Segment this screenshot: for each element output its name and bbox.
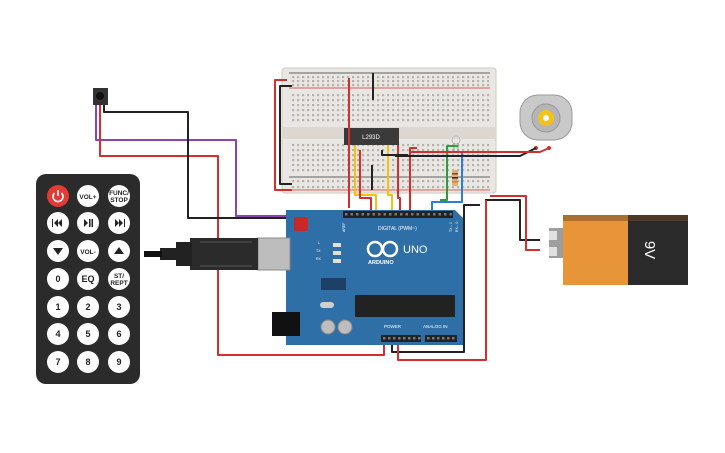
atmega-chip <box>355 295 455 317</box>
battery-9v[interactable]: 9V <box>549 215 688 285</box>
fast-forward-icon <box>115 219 125 227</box>
wire-yellow <box>354 145 377 212</box>
led[interactable] <box>451 135 461 152</box>
digit-9-button[interactable]: 9 <box>108 351 130 373</box>
wire-green <box>440 145 458 201</box>
digital-label: DIGITAL (PWM~) <box>378 226 417 232</box>
digit-9-label: 9 <box>116 357 121 367</box>
vol-up-label: VOL+ <box>79 194 96 201</box>
rewind-icon <box>52 219 62 227</box>
down-button[interactable] <box>47 240 69 262</box>
wire-red-chip-2 <box>397 145 401 212</box>
digit-1-button[interactable]: 1 <box>47 296 69 318</box>
digit-2-button[interactable]: 2 <box>77 296 99 318</box>
digit-5-label: 5 <box>85 329 90 339</box>
power-header <box>381 335 421 342</box>
st-rept-label: ST/ <box>114 273 124 280</box>
led-l-label: L <box>318 241 320 245</box>
usb-cable <box>144 238 258 270</box>
digit-0-label: 0 <box>55 274 60 284</box>
battery-label: 9V <box>641 241 658 259</box>
resistor[interactable] <box>452 170 458 186</box>
digit-3-label: 3 <box>116 302 121 312</box>
eq-button[interactable]: EQ <box>77 268 99 290</box>
arduino-uno[interactable]: UNO ARDUINO DIGITAL (PWM~) POWER ANALOG … <box>257 210 463 345</box>
wire-rail-red-left <box>274 79 292 191</box>
dc-motor[interactable] <box>519 94 573 150</box>
power-label: POWER <box>384 324 402 329</box>
board-model: UNO <box>403 244 428 256</box>
usb-port <box>257 237 291 271</box>
digit-6-button[interactable]: 6 <box>108 323 130 345</box>
digit-5-button[interactable]: 5 <box>77 323 99 345</box>
analog-label: ANALOG IN <box>423 324 448 329</box>
wire-yellow-2 <box>387 145 393 212</box>
st-rept-button[interactable]: ST/REPT <box>108 268 130 290</box>
chip-label: L293D <box>362 135 380 141</box>
wire-ir-gnd <box>103 105 290 219</box>
vol-down-button[interactable]: VOL- <box>77 240 99 262</box>
digit-4-button[interactable]: 4 <box>47 323 69 345</box>
digital-header <box>343 211 453 218</box>
dc-jack <box>272 312 300 336</box>
func-stop-label: STOP <box>110 197 128 204</box>
wire-ard-vin <box>397 200 487 361</box>
wire-ard-gnd <box>391 204 480 353</box>
triangle-down-icon <box>53 248 63 255</box>
func-stop-button[interactable]: FUNC/STOP <box>108 185 130 207</box>
digit-7-label: 7 <box>55 357 60 367</box>
digit-7-button[interactable]: 7 <box>47 351 69 373</box>
led-tx-label: TX <box>316 249 321 253</box>
reset-button <box>294 217 308 231</box>
board-brand: ARDUINO <box>368 260 394 266</box>
analog-header <box>425 335 457 342</box>
vol-up-button[interactable]: VOL+ <box>77 185 99 207</box>
wire-rail-black-left <box>279 85 292 185</box>
ir-remote: VOL+ FUNC/STOP VOL- 0 EQ ST/REPT 1 2 3 4 5 6 7 8 9 <box>36 174 140 384</box>
ir-receiver[interactable] <box>93 88 108 105</box>
wire-battery-black <box>485 199 540 241</box>
wire-blue <box>431 152 463 212</box>
digit-4-label: 4 <box>55 329 60 339</box>
wire-ir-signal <box>95 105 317 217</box>
up-button[interactable] <box>108 240 130 262</box>
digit-8-button[interactable]: 8 <box>77 351 99 373</box>
func-stop-label: FUNC/ <box>109 190 129 197</box>
triangle-up-icon <box>114 247 124 254</box>
play-pause-button[interactable] <box>77 212 99 234</box>
digit-6-label: 6 <box>116 329 121 339</box>
wire-motor-black <box>395 147 537 157</box>
digit-1-label: 1 <box>55 302 60 312</box>
eq-label: EQ <box>81 274 94 284</box>
wire-motor-red <box>410 147 550 153</box>
digit-8-label: 8 <box>85 357 90 367</box>
digit-0-button[interactable]: 0 <box>47 268 69 290</box>
arduino-logo-icon <box>366 240 399 258</box>
power-button[interactable] <box>47 185 69 207</box>
prev-button[interactable] <box>47 212 69 234</box>
st-rept-label: REPT <box>110 280 127 287</box>
vol-down-label: VOL- <box>80 249 96 256</box>
rx-pin-label: RX←0 <box>455 222 459 232</box>
play-pause-icon <box>84 219 93 227</box>
wire-red-chip <box>359 150 372 212</box>
led-rx-label: RX <box>316 257 322 261</box>
digit-2-label: 2 <box>85 302 90 312</box>
wire-red-chip-3 <box>409 147 417 212</box>
next-button[interactable] <box>108 212 130 234</box>
power-icon <box>52 190 64 203</box>
digit-3-button[interactable]: 3 <box>108 296 130 318</box>
aref-label: AREF <box>342 223 346 232</box>
tx-pin-label: TX→1 <box>449 222 453 232</box>
l293d-chip[interactable]: L293D <box>344 128 399 145</box>
wire-battery-red <box>490 195 540 251</box>
